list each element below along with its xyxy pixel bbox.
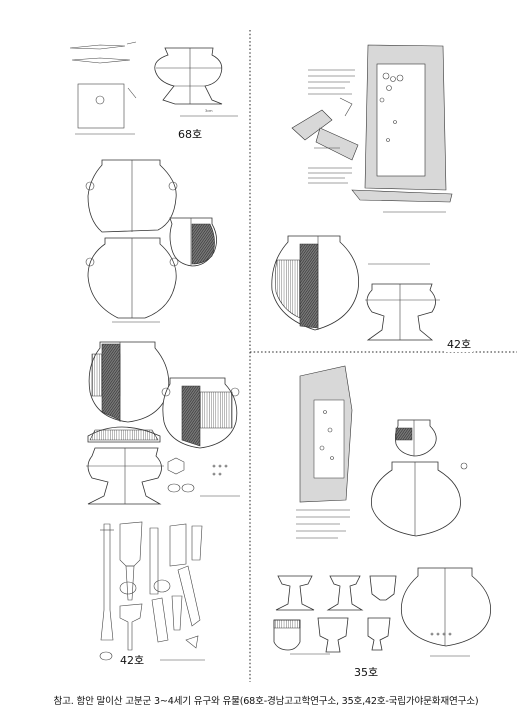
label-tomb-42-bottom: 42호: [118, 652, 147, 668]
svg-text:3cm: 3cm: [205, 109, 213, 113]
figure-caption: 참고. 함안 말이산 고분군 3~4세기 유구와 유물(68호-경남고고학연구소…: [53, 696, 479, 707]
tomb-35-drawings: [273, 365, 491, 657]
tomb-42-tools: [99, 521, 205, 661]
tomb-68-drawings: 3cm: [69, 41, 238, 135]
tomb-42-lower-pots: [86, 341, 240, 505]
archaeology-figure: 3cm: [69, 30, 517, 682]
label-tomb-35: 35호: [352, 664, 381, 680]
tomb-35-plan: [291, 44, 453, 213]
label-tomb-68: 68호: [176, 126, 205, 142]
label-tomb-42-right: 42호: [445, 336, 474, 352]
figure-drawings: 3cm: [69, 30, 517, 682]
tomb-42-upper-pots: [85, 159, 217, 323]
tomb-42-right-pots: [271, 235, 440, 341]
